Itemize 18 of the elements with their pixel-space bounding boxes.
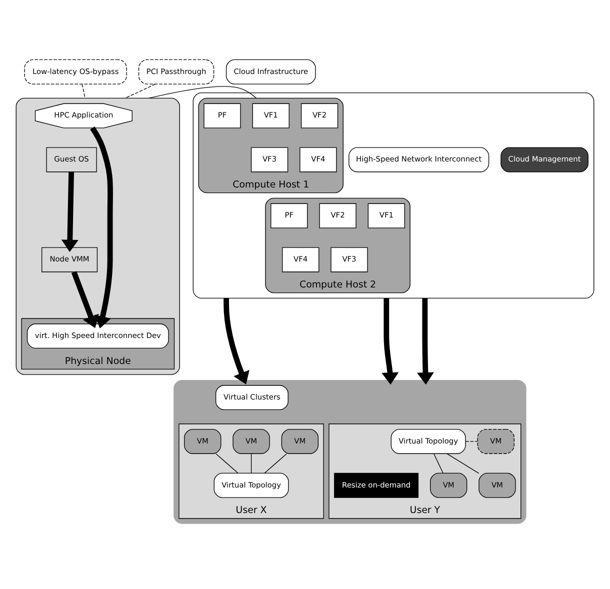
arrow: [71, 271, 99, 328]
connector: [465, 441, 478, 442]
arrow: [416, 298, 434, 385]
arrow: [224, 298, 250, 384]
arrow: [90, 126, 113, 328]
connector: [250, 453, 252, 474]
connector: [148, 86, 257, 99]
connector: [82, 84, 86, 99]
cluster: [174, 380, 526, 524]
connector: [264, 453, 287, 474]
cluster: [16, 98, 180, 375]
connector: [446, 453, 480, 474]
arrow: [61, 172, 78, 252]
connector: [434, 453, 444, 474]
connector: [124, 84, 156, 99]
connector: [216, 453, 238, 474]
cluster: [192, 92, 594, 299]
arrow: [382, 298, 399, 385]
